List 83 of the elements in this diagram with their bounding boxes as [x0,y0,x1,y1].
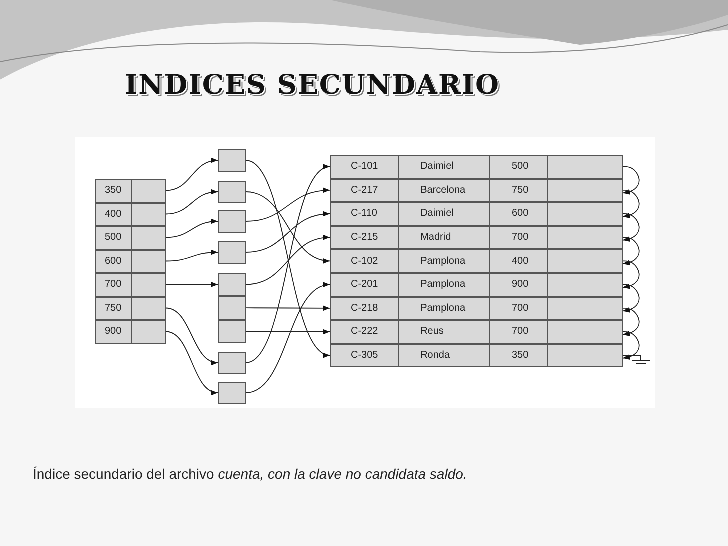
pointer-arrow [622,237,640,266]
pointer-bucket-cell [218,320,246,344]
branch-name: Pamplona [398,298,490,320]
search-key: 500 [96,227,132,248]
balance-value: 700 [490,321,548,343]
pointer-arrow [622,190,640,218]
pointer-bucket-cell [218,149,246,172]
index-entry-row [95,296,166,320]
balance-value: 350 [490,344,548,366]
pointer-arrow [622,308,640,336]
account-record-row [330,249,623,273]
balance-value: 750 [490,180,548,202]
account-number: C-101 [331,156,399,178]
slide-title: INDICES SECUNDARIO [125,70,500,101]
account-number: C-305 [331,344,399,366]
pointer-bucket-cell [218,296,246,320]
account-number: C-218 [331,298,399,320]
caption: Índice secundario del archivo cuenta, con la clave no candidata saldo. [33,466,468,482]
pointer-bucket-cell [218,352,246,374]
account-record-row [330,344,623,368]
index-entry-row [95,320,166,344]
balance-value: 400 [490,250,548,272]
search-key: 700 [96,274,132,296]
branch-name: Daimiel [398,203,490,225]
pointer-arrow [246,306,330,312]
balance-value: 500 [490,156,548,178]
pointer-arrow [166,282,218,288]
pointer-bucket-cell [218,181,246,203]
index-entry-row [95,202,166,226]
pointer-arrow [622,166,640,195]
search-key: 750 [96,298,132,319]
account-record-row [330,226,623,250]
pointer-arrow [166,158,218,192]
balance-value: 600 [490,203,548,225]
balance-value: 700 [490,298,548,320]
index-entry-row [95,250,166,273]
pointer-arrow [166,190,218,215]
pointer-arrow [246,188,330,222]
account-number: C-102 [331,250,399,272]
branch-name: Madrid [398,226,490,248]
pointer-bucket-cell [218,382,246,404]
pointer-arrow [166,331,218,394]
account-record-row [330,155,623,179]
account-record-row [330,202,623,226]
branch-name: Daimiel [398,156,490,178]
pointer-arrow [246,192,330,263]
pointer-arrow [246,329,330,335]
pointer-arrow [622,284,640,313]
account-record-row [330,178,623,202]
branch-name: Barcelona [398,180,490,202]
pointer-arrow [166,308,218,365]
account-number: C-201 [331,274,399,296]
search-key: 600 [96,250,132,272]
account-record-row [330,296,623,320]
branch-name: Reus [398,321,490,343]
balance-value: 900 [490,274,548,296]
index-entry-row [95,226,166,250]
account-record-row [330,320,623,344]
account-number: C-217 [331,180,399,202]
pointer-arrow [246,212,330,253]
branch-name: Pamplona [398,250,490,272]
account-number: C-110 [331,203,399,225]
pointer-bucket-cell [218,241,246,264]
branch-name: Pamplona [398,274,490,296]
pointer-arrow [622,260,640,290]
pointer-arrow [166,219,218,238]
pointer-bucket-cell [218,273,246,296]
pointer-arrow [622,214,640,242]
pointer-arrow [622,332,640,360]
search-key: 400 [96,204,132,225]
pointer-arrow [246,284,330,394]
pointer-arrow [166,250,218,262]
account-number: C-222 [331,321,399,343]
pointer-bucket-cell [218,210,246,233]
search-key: 900 [96,321,132,342]
branch-name: Ronda [398,344,490,366]
index-entry-row [95,179,166,202]
pointer-arrow [246,235,330,286]
balance-value: 700 [490,226,548,248]
account-record-row [330,273,623,297]
index-entry-row [95,273,166,296]
search-key: 350 [96,180,132,202]
account-number: C-215 [331,226,399,248]
